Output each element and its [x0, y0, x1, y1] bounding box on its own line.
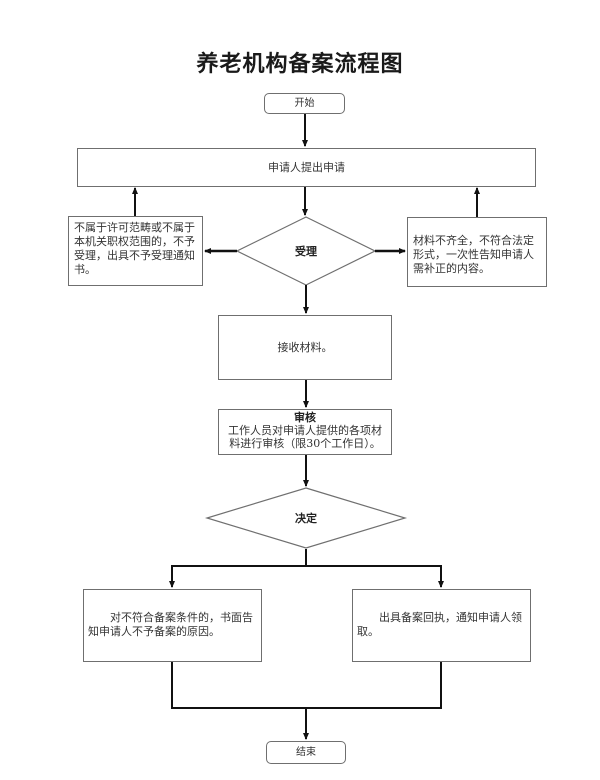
apply-node: 申请人提出申请: [77, 148, 536, 187]
connector-merge: [171, 662, 442, 709]
reject-node: 不属于许可范畴或不属于本机关职权范围的，不予受理，出具不予受理通知书。: [68, 216, 203, 286]
review-title: 审核: [294, 411, 316, 424]
receive-node: 接收材料。: [218, 315, 392, 380]
incomplete-node: 材料不齐全，不符合法定形式，一次性告知申请人需补正的内容。: [407, 217, 547, 287]
start-node: 开始: [264, 93, 345, 114]
accept-decision-label: 受理: [295, 245, 317, 258]
decide-label: 决定: [295, 512, 317, 525]
filed-node: 出具备案回执，通知申请人领取。: [352, 589, 531, 662]
connector-branch: [171, 565, 442, 587]
review-body: 工作人员对申请人提供的各项材料进行审核（限30个工作日）。: [228, 424, 382, 450]
decide-diamond: [204, 487, 408, 549]
chart-title: 养老机构备案流程图: [196, 52, 404, 77]
review-node: 审核 工作人员对申请人提供的各项材料进行审核（限30个工作日）。: [218, 409, 392, 455]
end-node: 结束: [266, 741, 346, 764]
not-filed-node: 对不符合备案条件的，书面告知申请人不予备案的原因。: [83, 589, 262, 662]
